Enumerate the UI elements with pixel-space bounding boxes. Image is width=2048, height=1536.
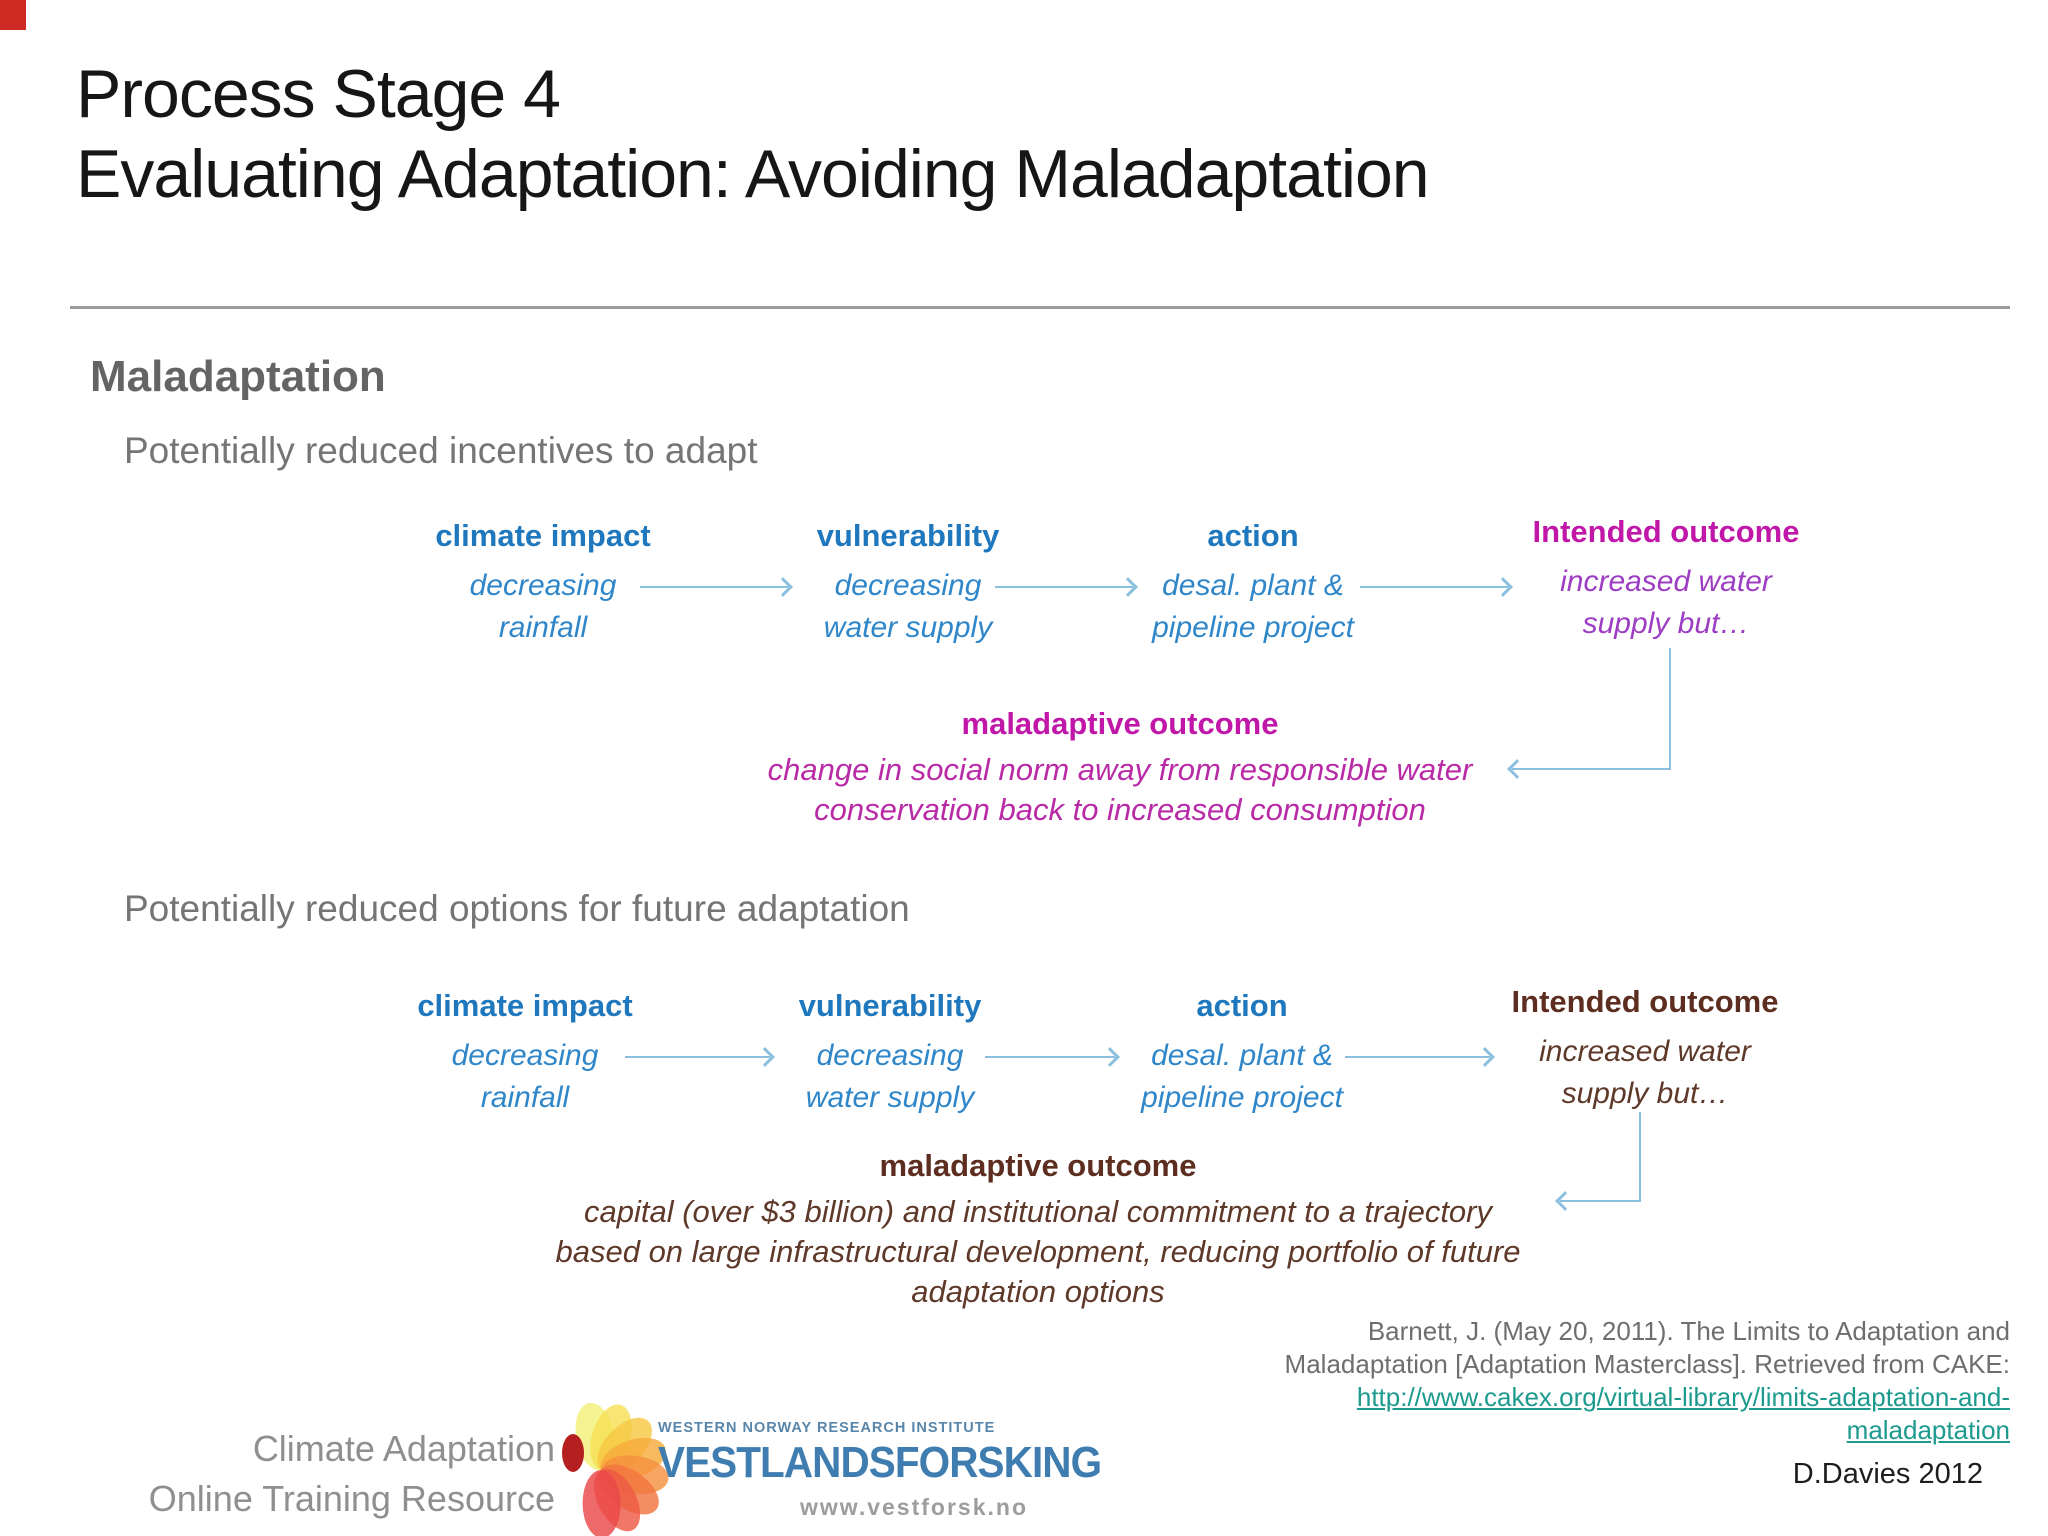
- flow-arrow: [985, 1047, 1120, 1067]
- flow-node-title: action: [1207, 518, 1299, 553]
- flow-node-action: action desal. plant & pipeline project: [1152, 518, 1354, 649]
- institute-wordmark: VESTLANDSFORSKING: [658, 1438, 1102, 1487]
- elbow-arrow-vertical: [1639, 1112, 1641, 1200]
- vestlandsforsking-logo-icon: [550, 1399, 672, 1536]
- citation: Barnett, J. (May 20, 2011). The Limits t…: [1010, 1315, 2010, 1447]
- flow-node-line: water supply: [823, 611, 993, 644]
- flow-node-line: increased water: [1539, 1035, 1751, 1068]
- flow-node-title: climate impact: [417, 988, 633, 1023]
- arrowhead-right-icon: [1100, 1047, 1120, 1067]
- maladaptive-outcome-line: based on large infrastructural developme…: [555, 1234, 1521, 1269]
- elbow-arrow-vertical: [1669, 648, 1671, 768]
- flow-arrow: [640, 577, 793, 597]
- flow-node-line: decreasing: [451, 1039, 599, 1072]
- flow-node-line: decreasing: [816, 1039, 964, 1072]
- flow-node-line: supply but…: [1582, 607, 1750, 640]
- flow-node-line: water supply: [805, 1081, 975, 1114]
- citation-line: Maladaptation [Adaptation Masterclass]. …: [1284, 1349, 2010, 1379]
- subsection-1: Potentially reduced incentives to adapt: [124, 430, 758, 471]
- flow-node-line: desal. plant &: [1162, 569, 1344, 602]
- arrowhead-right-icon: [773, 577, 793, 597]
- flow-node-line: supply but…: [1561, 1077, 1729, 1110]
- flow-node-title: Intended outcome: [1511, 984, 1779, 1019]
- flow-node-vulnerability: vulnerability decreasing water supply: [817, 518, 1000, 649]
- flow-node-climate-impact: climate impact decreasing rainfall: [435, 518, 650, 649]
- flow-arrow: [1360, 577, 1513, 597]
- institute-name: WESTERN NORWAY RESEARCH INSTITUTE: [658, 1420, 996, 1436]
- flow-node-line: pipeline project: [1141, 1081, 1343, 1114]
- maladaptive-outcome-block: maladaptive outcome capital (over $3 bil…: [555, 1148, 1520, 1312]
- title-divider: [70, 306, 2010, 309]
- subsection-2: Potentially reduced options for future a…: [124, 888, 910, 929]
- flow-node-title: action: [1196, 988, 1288, 1023]
- flow-node-line: decreasing: [469, 569, 617, 602]
- flow-arrow: [625, 1047, 775, 1067]
- section-heading: Maladaptation: [90, 352, 386, 401]
- page-title-line1: Process Stage 4: [76, 56, 561, 132]
- corner-red-mark: [0, 0, 26, 30]
- arrowhead-left-icon: [1555, 1191, 1575, 1211]
- flow-node-line: rainfall: [498, 611, 588, 644]
- elbow-arrow-horizontal: [1555, 1191, 1641, 1211]
- flow-node-line: rainfall: [480, 1081, 570, 1114]
- citation-line: Barnett, J. (May 20, 2011). The Limits t…: [1367, 1316, 2010, 1346]
- maladaptive-outcome-line: change in social norm away from responsi…: [767, 752, 1473, 787]
- vestlandsforsking-wordmark: WESTERN NORWAY RESEARCH INSTITUTE VESTLA…: [658, 1420, 1102, 1521]
- footer-resource-line1: Climate Adaptation: [252, 1428, 555, 1469]
- arrowhead-right-icon: [1475, 1047, 1495, 1067]
- flow-node-title: Intended outcome: [1532, 514, 1800, 549]
- maladaptive-outcome-title: maladaptive outcome: [879, 1148, 1197, 1183]
- citation-link-line2[interactable]: maladaptation: [1846, 1415, 2010, 1445]
- arrowhead-right-icon: [1493, 577, 1513, 597]
- flow-node-action: action desal. plant & pipeline project: [1141, 988, 1343, 1119]
- flow-node-vulnerability: vulnerability decreasing water supply: [799, 988, 982, 1119]
- flow-node-title: climate impact: [435, 518, 651, 553]
- maladaptive-outcome-block: maladaptive outcome change in social nor…: [768, 706, 1473, 830]
- flow-node-intended-outcome: Intended outcome increased water supply …: [1533, 514, 1800, 645]
- maladaptive-outcome-title: maladaptive outcome: [961, 706, 1279, 741]
- citation-link-line1[interactable]: http://www.cakex.org/virtual-library/lim…: [1356, 1382, 2010, 1412]
- arrowhead-left-icon: [1507, 759, 1527, 779]
- flow-node-intended-outcome: Intended outcome increased water supply …: [1512, 984, 1779, 1115]
- logo-core-icon: [562, 1434, 584, 1472]
- flow-node-line: decreasing: [834, 569, 982, 602]
- flow-node-title: vulnerability: [798, 988, 982, 1023]
- institute-url: www.vestforsk.no: [800, 1494, 1028, 1520]
- flow-node-line: increased water: [1560, 565, 1772, 598]
- footer-resource-line2: Online Training Resource: [148, 1478, 555, 1519]
- arrowhead-right-icon: [1118, 577, 1138, 597]
- flow-node-title: vulnerability: [816, 518, 1000, 553]
- author-credit: D.Davies 2012: [1792, 1458, 1983, 1490]
- flow-node-line: pipeline project: [1152, 611, 1354, 644]
- maladaptive-outcome-line: conservation back to increased consumpti…: [814, 792, 1426, 827]
- maladaptive-outcome-line: adaptation options: [911, 1274, 1165, 1309]
- footer-resource-label: Climate Adaptation Online Training Resou…: [95, 1424, 555, 1524]
- maladaptive-outcome-line: capital (over $3 billion) and institutio…: [583, 1194, 1493, 1229]
- page-title-line2: Evaluating Adaptation: Avoiding Maladapt…: [76, 136, 1430, 212]
- flow-node-line: desal. plant &: [1151, 1039, 1333, 1072]
- flow-arrow: [995, 577, 1138, 597]
- flow-arrow: [1345, 1047, 1495, 1067]
- elbow-arrow-horizontal: [1507, 759, 1671, 779]
- flow-node-climate-impact: climate impact decreasing rainfall: [417, 988, 632, 1119]
- arrowhead-right-icon: [755, 1047, 775, 1067]
